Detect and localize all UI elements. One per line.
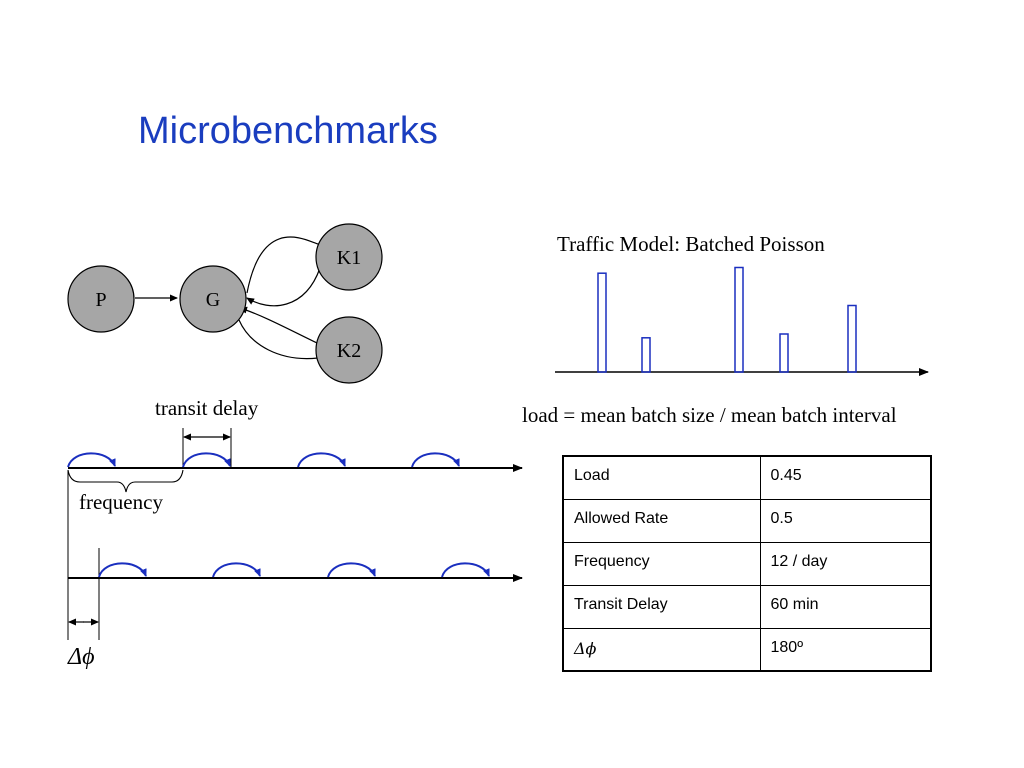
param-key: Δϕ xyxy=(562,627,761,672)
delay-arc xyxy=(98,562,147,578)
param-value: 60 min xyxy=(759,584,932,629)
traffic-caption: Traffic Model: Batched Poisson xyxy=(557,232,825,256)
param-value: 0.5 xyxy=(759,498,932,543)
frequency-label: frequency xyxy=(79,490,163,514)
batch-bar xyxy=(641,337,651,373)
batch-bars xyxy=(597,266,857,373)
param-value: 12 / day xyxy=(759,541,932,586)
timeline-diagram: transit delay frequency Δϕ xyxy=(67,396,523,670)
transit-delay-label: transit delay xyxy=(155,396,259,420)
param-key: Allowed Rate xyxy=(562,498,761,543)
node-k2 xyxy=(315,316,383,384)
phase-label: Δϕ xyxy=(67,644,95,670)
edge-k2-g xyxy=(239,306,318,344)
node-graph: P G K1 K2 xyxy=(67,223,383,384)
page-title: Microbenchmarks xyxy=(138,110,438,152)
param-value: 180º xyxy=(759,627,932,672)
table-row: Load 0.45 xyxy=(562,455,932,500)
arcs-bottom xyxy=(98,562,490,578)
batch-bar xyxy=(734,266,744,373)
param-key: Transit Delay xyxy=(562,584,761,629)
arcs-top xyxy=(67,452,460,468)
delay-arc xyxy=(182,452,231,468)
table-row: Δϕ 180º xyxy=(562,627,932,672)
delay-arc xyxy=(67,452,116,468)
edge-k1-g xyxy=(246,267,321,307)
frequency-brace xyxy=(67,469,184,493)
delay-arc xyxy=(327,562,376,578)
batch-bar xyxy=(779,333,789,373)
edge-g-k1 xyxy=(246,236,319,294)
delay-arc xyxy=(212,562,261,578)
table-row: Frequency 12 / day xyxy=(562,541,932,586)
param-key: Frequency xyxy=(562,541,761,586)
param-key: Load xyxy=(562,455,761,500)
load-formula: load = mean batch size / mean batch inte… xyxy=(522,403,897,427)
node-p-label: P xyxy=(95,289,106,311)
node-k1-label: K1 xyxy=(337,247,361,269)
param-value: 0.45 xyxy=(759,455,932,500)
delay-arc xyxy=(441,562,490,578)
node-p xyxy=(67,265,135,333)
node-g xyxy=(179,265,247,333)
delay-arc xyxy=(411,452,460,468)
table-row: Transit Delay 60 min xyxy=(562,584,932,629)
batch-bar xyxy=(597,272,607,373)
edge-g-k2 xyxy=(238,319,319,360)
node-k2-label: K2 xyxy=(337,340,361,362)
table-row: Allowed Rate 0.5 xyxy=(562,498,932,543)
traffic-model: Traffic Model: Batched Poisson load = me… xyxy=(522,232,929,427)
batch-bar xyxy=(847,304,857,373)
parameters-table: Load 0.45 Allowed Rate 0.5 Frequency 12 … xyxy=(562,455,932,672)
node-g-label: G xyxy=(206,289,220,311)
delay-arc xyxy=(297,452,346,468)
node-k1 xyxy=(315,223,383,291)
